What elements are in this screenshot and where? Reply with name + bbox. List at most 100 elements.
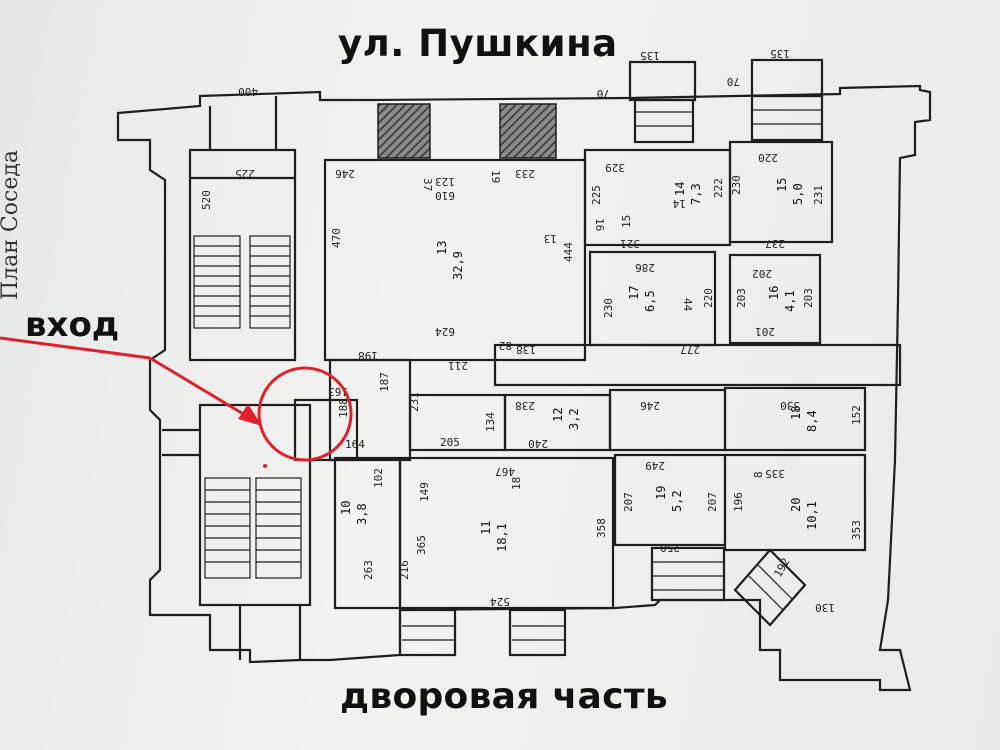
dim-label: 444 [562,242,575,262]
dim-label: 188 [337,398,350,418]
room-number: 16 [767,286,781,300]
room-number: 14 [673,182,687,196]
room-area: 18,1 [495,523,509,552]
arrow-line [0,336,151,360]
dim-label: 277 [680,343,700,356]
dim-label: 13 [544,232,557,245]
room-area: 8,4 [805,410,819,432]
stair-treads [193,109,822,641]
room-number: 12 [551,408,565,422]
dim-label: 149 [418,482,431,502]
dim-label: 263 [362,560,375,580]
dim-label: 250 [660,541,680,554]
dim-label: 164 [345,438,365,451]
room-area: 5,2 [670,490,684,512]
dim-label: 240 [528,437,548,450]
entry-circle [257,366,353,462]
dim-label: 19 [489,170,502,183]
dim-label: 225 [235,167,255,180]
dim-label: 524 [490,595,510,608]
room-12-label: 12 3,2 [551,408,581,430]
dim-label: 400 [238,85,258,98]
dim-label: 353 [850,520,863,540]
arrow-line [149,356,251,420]
dim-label: 135 [770,47,790,60]
dim-label: 70 [597,87,610,100]
dim-label: 8 [752,471,765,478]
dim-label: 237 [765,237,785,250]
dim-label: 470 [330,228,343,248]
dim-label: 610 [435,189,455,202]
dim-label: 14 [672,197,686,210]
hatched-block-2 [499,103,557,159]
dim-label: 16 [593,218,606,231]
room-11-label: 11 18,1 [479,521,509,552]
room-14-label: 14 7,3 [673,182,703,205]
dim-label: 138 [516,343,536,356]
dim-label: 220 [702,288,715,308]
dim-label: 135 [640,49,660,62]
room-area: 6,5 [643,290,657,312]
room-labels: 13 32,9 14 7,3 15 5,0 17 6,5 16 4,1 12 3… [339,178,819,552]
arrowhead-icon [238,404,262,426]
room-area: 5,0 [791,183,805,205]
dim-label: 37 [421,178,434,191]
dim-label: 123 [435,175,455,188]
dim-label: 238 [515,399,535,412]
dim-label: 102 [372,468,385,488]
dim-label: 196 [732,492,745,512]
dim-label: 70 [727,75,740,88]
dim-label: 330 [780,399,800,412]
dim-label: 233 [515,167,535,180]
room-13-label: 13 32,9 [435,241,465,280]
dim-label: 230 [730,175,743,195]
dim-label: 18 [510,477,523,490]
room-number: 18 [789,406,803,420]
dim-label: 15 [620,215,633,228]
room-area: 32,9 [451,251,465,280]
dim-label: 520 [200,190,213,210]
dim-label: 222 [712,178,725,198]
dim-label: 230 [602,298,615,318]
dim-label: 246 [335,167,355,180]
room-area: 7,3 [689,183,703,205]
dim-label: 329 [605,161,625,174]
dim-label: 231 [408,392,421,412]
dim-label: 82 [499,339,512,352]
dim-label: 130 [815,601,835,614]
street-name-top: ул. Пушкина [338,22,618,65]
dim-label: 225 [590,185,603,205]
dim-label: 286 [635,261,655,274]
room-number: 15 [775,178,789,192]
side-caption: План Соседа [0,149,23,300]
dim-label: 207 [706,492,719,512]
room-number: 17 [627,286,641,300]
entry-label: вход [25,305,120,345]
room-16-label: 16 4,1 [767,286,797,312]
dim-label: 365 [415,535,428,555]
room-19-label: 19 5,2 [654,486,684,512]
dim-label: 192 [771,556,792,580]
room-area: 3,2 [567,408,581,430]
dimension-labels: 135 135 70 70 400 225 520 246 37 123 610… [200,47,863,614]
room-number: 13 [435,241,449,255]
room-area: 10,1 [805,501,819,530]
dim-label: 335 [765,467,785,480]
room-15-label: 15 5,0 [775,178,805,205]
room-area: 4,1 [783,290,797,312]
dim-label: 198 [358,349,378,362]
dim-label: 207 [622,492,635,512]
dim-label: 152 [850,405,863,425]
dim-label: 203 [735,288,748,308]
dim-label: 321 [620,237,640,250]
dim-label: 203 [802,288,815,308]
dim-label: 231 [812,185,825,205]
red-dot [263,464,267,468]
room-number: 20 [789,498,803,512]
dim-label: 201 [755,325,775,338]
room-number: 19 [654,486,668,500]
hatched-block-1 [377,103,431,159]
dim-label: 624 [435,325,455,338]
